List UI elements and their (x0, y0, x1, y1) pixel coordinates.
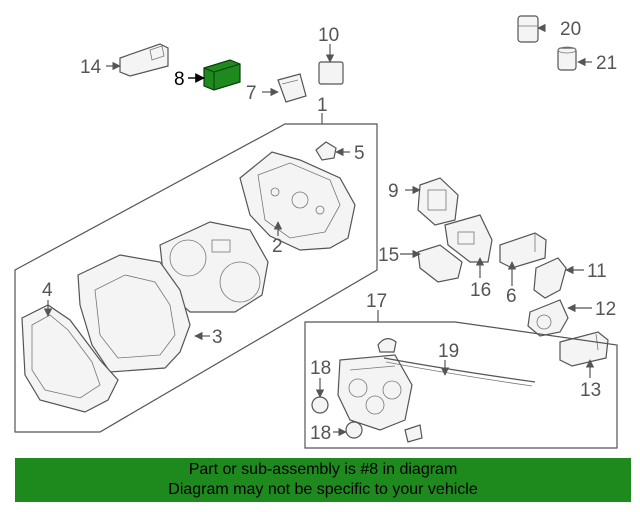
callout-8: 8 (174, 69, 185, 90)
socket-part-5 (315, 141, 337, 161)
callout-14: 14 (80, 57, 102, 78)
callout-2: 2 (272, 236, 283, 257)
callout-12: 12 (595, 299, 616, 320)
climate-control-panel-part (337, 354, 413, 431)
callout-16: 16 (470, 280, 491, 301)
knob-part-12 (527, 299, 569, 337)
knob-part-18b (345, 421, 363, 439)
switch-part-10 (318, 61, 344, 85)
banner-line-2: Diagram may not be specific to your vehi… (168, 481, 478, 498)
callout-18-upper: 18 (310, 358, 331, 379)
callout-18-lower: 18 (310, 423, 331, 444)
switch-part-14 (119, 43, 169, 77)
callout-9: 9 (388, 181, 399, 202)
switch-part-8-highlighted (203, 59, 241, 91)
switch-part-7 (277, 73, 307, 103)
callout-10: 10 (318, 25, 339, 46)
knob-part-18a (311, 396, 329, 414)
switch-bezel-part-9 (417, 177, 459, 226)
callout-13: 13 (580, 380, 601, 401)
callout-17: 17 (366, 291, 387, 312)
callout-3: 3 (212, 327, 223, 348)
callout-1: 1 (317, 95, 328, 116)
callout-21: 21 (596, 53, 617, 74)
callout-4: 4 (42, 280, 53, 301)
cluster-lens-part (21, 304, 119, 413)
cable-part-19 (383, 357, 536, 383)
callout-19: 19 (438, 341, 459, 362)
switch-part-11 (533, 257, 567, 299)
banner-line-1: Part or sub-assembly is #8 in diagram (188, 461, 458, 478)
gauge-face-part (159, 221, 269, 313)
callout-11: 11 (587, 261, 607, 282)
clip-part (404, 424, 423, 443)
switch-part-6 (499, 232, 547, 269)
switch-part-13 (559, 331, 609, 367)
knob-cap-part (377, 338, 397, 353)
cluster-bezel-part (77, 254, 191, 373)
switch-part-16 (444, 214, 493, 263)
callout-7: 7 (246, 83, 257, 104)
part-21 (557, 46, 577, 71)
cluster-housing-part (239, 151, 356, 251)
climate-control-outline (304, 321, 618, 449)
callout-20: 20 (560, 19, 581, 40)
callout-6: 6 (506, 286, 517, 307)
cluster-assembly-outline (14, 123, 378, 433)
callout-15: 15 (378, 245, 399, 266)
callout-5: 5 (354, 143, 365, 164)
info-banner: Part or sub-assembly is #8 in diagram Di… (15, 458, 631, 502)
bracket-part-15 (417, 244, 463, 283)
part-20 (517, 15, 539, 43)
